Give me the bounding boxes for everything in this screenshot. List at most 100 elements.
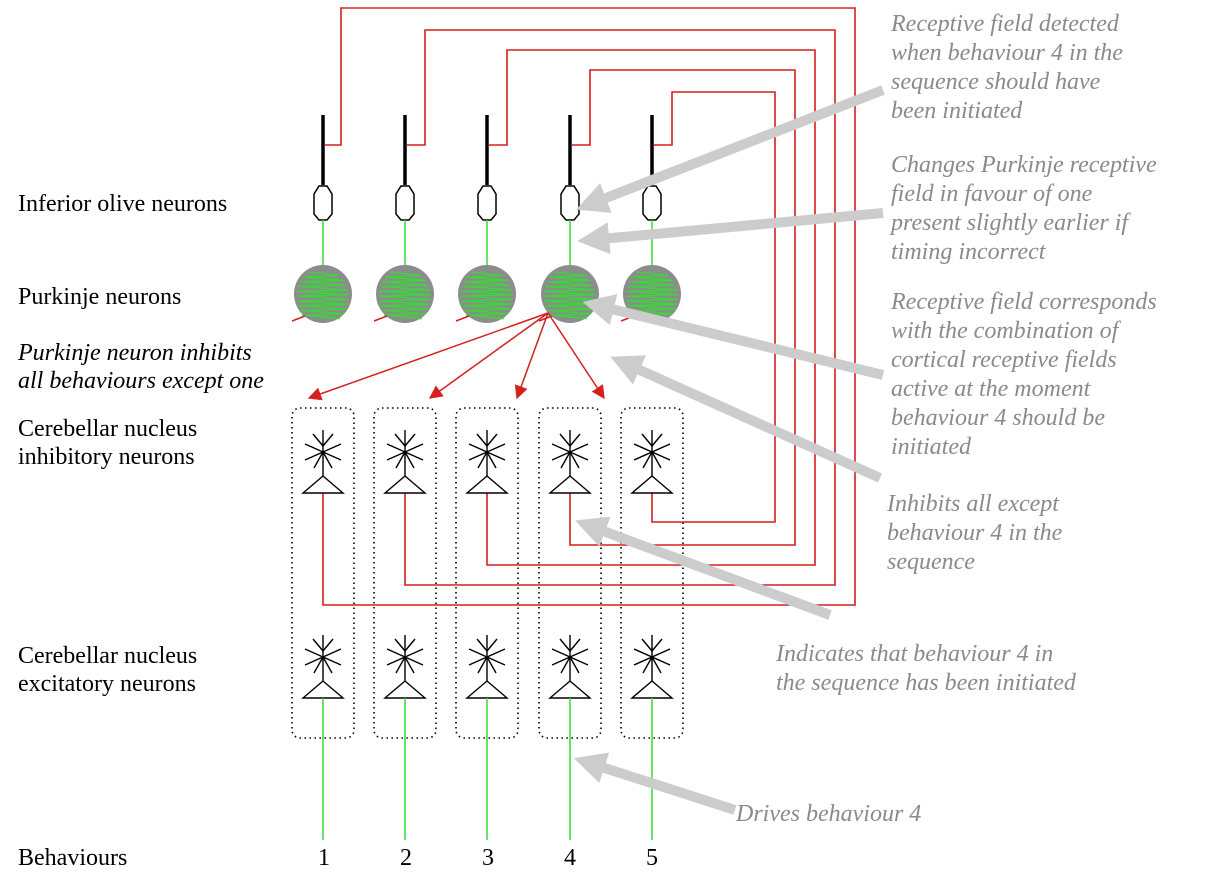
behaviour-number: 1 — [318, 845, 330, 871]
annotation-line: behaviour 4 should be — [891, 405, 1105, 431]
inhibitory-neuron-dendrite — [312, 433, 324, 447]
excitatory-neuron-dendrite — [651, 638, 663, 652]
inferior-olive-neuron — [477, 185, 497, 221]
excitatory-neuron-dendrite — [651, 656, 662, 674]
inhibitory-neuron-soma — [383, 475, 427, 494]
feedback-loop-wire — [651, 91, 776, 523]
excitatory-neuron-dendrite — [322, 638, 334, 652]
annotation-line: been initiated — [891, 98, 1023, 124]
excitatory-neuron-dendrite — [641, 638, 653, 652]
annotation-pointer-arrow — [577, 208, 884, 255]
inhibitory-neuron-soma — [630, 475, 674, 494]
excitatory-neuron-dendrite — [404, 638, 416, 652]
annotation-changes-purkinje: Changes Purkinje receptive field in favo… — [891, 151, 1157, 267]
excitatory-neuron-soma — [465, 680, 509, 699]
feedback-loop-wire — [569, 69, 796, 546]
excitatory-neuron-dendrite — [569, 638, 581, 652]
inferior-olive-neuron — [642, 185, 662, 221]
purkinje-dendrite-scribble — [297, 271, 349, 320]
inhibitory-neuron-dendrite — [569, 433, 581, 447]
behaviour-number: 3 — [482, 845, 494, 871]
inhibitory-neuron-soma — [465, 475, 509, 494]
feedback-loop-wire — [322, 7, 856, 606]
excitatory-neuron-dendrite — [395, 656, 406, 674]
purkinje-dendrite-scribble — [544, 271, 596, 320]
purkinje-dendrite-scribble — [626, 271, 678, 320]
annotation-pointer-arrow — [610, 355, 883, 483]
inhibitory-arrow — [547, 312, 605, 400]
purkinje-axon-stub — [291, 315, 306, 322]
annotation-inhibits-all: Inhibits all except behaviour 4 in the s… — [887, 490, 1062, 577]
feedback-loop-wire — [404, 29, 836, 586]
excitatory-neuron-dendrite — [559, 638, 571, 652]
label-inferior-olive: Inferior olive neurons — [18, 191, 228, 217]
inhibitory-neuron-soma — [548, 475, 592, 494]
annotation-line: field in favour of one — [891, 181, 1093, 207]
label-excitatory-neurons: Cerebellar nucleus excitatory neurons — [18, 642, 197, 698]
behaviour-number: 2 — [400, 845, 412, 871]
behaviour-number: 4 — [564, 845, 576, 871]
annotation-line: present slightly earlier if — [891, 210, 1129, 236]
label-inhibitory-neurons: Cerebellar nucleus inhibitory neurons — [18, 415, 197, 471]
annotation-line: sequence — [887, 549, 975, 575]
label-behaviours: Behaviours — [18, 845, 128, 871]
neuron-column-box — [455, 407, 519, 739]
annotation-line: initiated — [891, 434, 971, 460]
inferior-olive-neuron — [560, 185, 580, 221]
neuron-column-box — [373, 407, 437, 739]
annotation-line: Inhibits all except — [887, 491, 1059, 517]
annotation-indicates-initiated: Indicates that behaviour 4 in the sequen… — [776, 640, 1076, 698]
inhibitory-neuron-dendrite — [569, 451, 580, 469]
inhibitory-neuron-dendrite — [404, 451, 415, 469]
inhibitory-neuron-dendrite — [395, 451, 406, 469]
neuron-column-box — [538, 407, 602, 739]
inhibitory-neuron-dendrite — [651, 451, 662, 469]
inhibitory-neuron-dendrite — [642, 451, 653, 469]
inhibitory-neuron-dendrite — [322, 451, 333, 469]
excitatory-neuron-soma — [548, 680, 592, 699]
behaviour-number: 5 — [646, 845, 658, 871]
feedback-loop-wire — [486, 49, 816, 566]
annotation-line: active at the moment — [891, 376, 1091, 402]
excitatory-neuron-dendrite — [313, 656, 324, 674]
inhibitory-neuron-dendrite — [651, 433, 663, 447]
label-line: Cerebellar nucleus — [18, 643, 198, 669]
neuron-column-box — [620, 407, 684, 739]
annotation-line: Receptive field detected — [891, 11, 1119, 37]
purkinje-axon-stub — [455, 315, 470, 322]
label-line: excitatory neurons — [18, 671, 196, 697]
annotation-pointer-arrow — [574, 516, 832, 620]
inhibitory-arrow — [307, 312, 549, 401]
annotation-receptive-corresponds: Receptive field corresponds with the com… — [891, 288, 1157, 462]
annotation-line: cortical receptive fields — [891, 347, 1117, 373]
annotation-line: Receptive field corresponds — [891, 289, 1157, 315]
inhibitory-neuron-dendrite — [404, 433, 416, 447]
inhibitory-neuron-dendrite — [559, 433, 571, 447]
inhibitory-neuron-dendrite — [313, 451, 324, 469]
annotation-line: behaviour 4 in the — [887, 520, 1063, 546]
inhibitory-neuron-dendrite — [394, 433, 406, 447]
annotation-line: with the combination of — [891, 318, 1119, 344]
annotation-receptive-detected: Receptive field detected when behaviour … — [891, 10, 1123, 126]
annotation-line: timing incorrect — [891, 239, 1046, 265]
inhibitory-neuron-dendrite — [486, 451, 497, 469]
excitatory-neuron-dendrite — [476, 638, 488, 652]
annotation-pointer-arrow — [582, 293, 885, 380]
excitatory-neuron-dendrite — [560, 656, 571, 674]
excitatory-neuron-dendrite — [486, 638, 498, 652]
excitatory-neuron-soma — [630, 680, 674, 699]
excitatory-neuron-dendrite — [322, 656, 333, 674]
inhibitory-arrow — [514, 312, 549, 400]
inhibitory-neuron-dendrite — [641, 433, 653, 447]
inhibitory-neuron-dendrite — [486, 433, 498, 447]
purkinje-dendrite-scribble — [461, 271, 513, 320]
excitatory-neuron-soma — [383, 680, 427, 699]
label-purkinje-inhibits: Purkinje neuron inhibits all behaviours … — [18, 339, 264, 395]
label-line: all behaviours except one — [18, 368, 264, 394]
label-line: Purkinje neuron inhibits — [18, 340, 252, 366]
annotation-line: Indicates that behaviour 4 in — [776, 641, 1054, 667]
purkinje-axon-stub — [373, 315, 388, 322]
inhibitory-neuron-dendrite — [477, 451, 488, 469]
